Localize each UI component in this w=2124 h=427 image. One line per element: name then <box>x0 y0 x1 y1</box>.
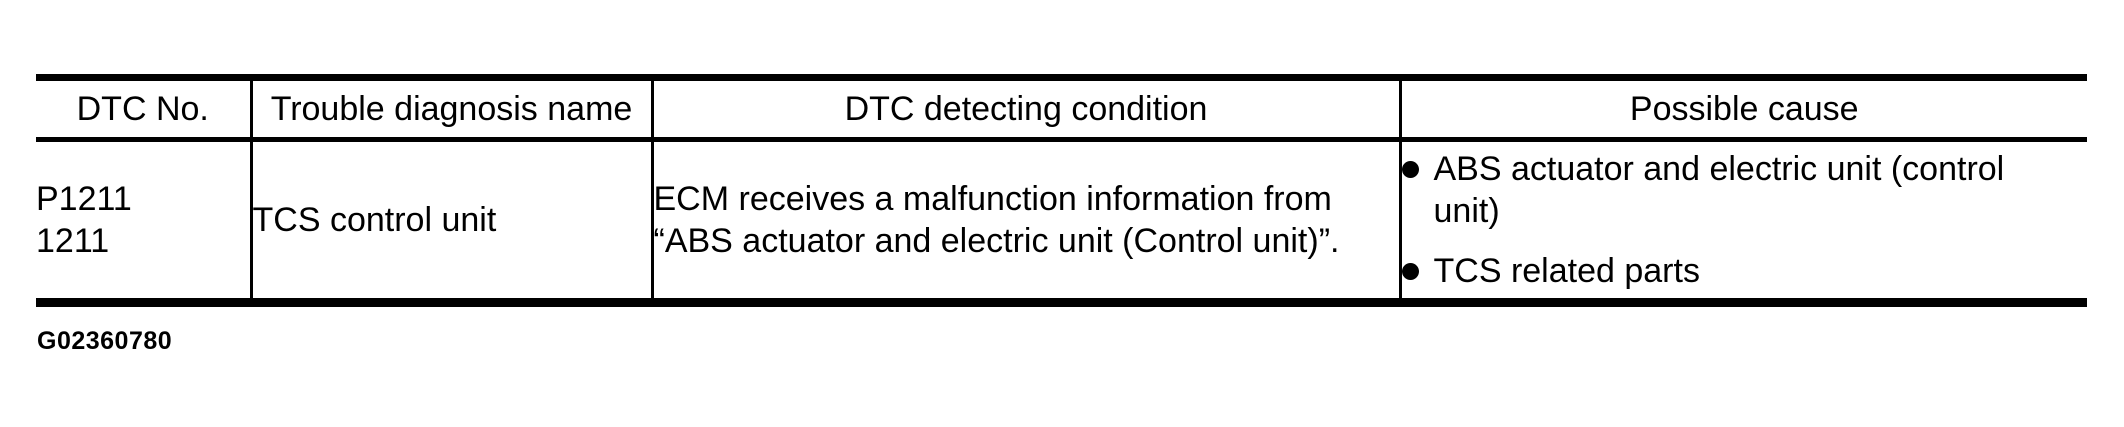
dtc-table-body: P1211 1211 TCS control unit ECM receives… <box>36 139 2087 303</box>
possible-cause-item-1-text: ABS actuator and electric unit (control … <box>1434 148 2005 232</box>
cell-trouble-diagnosis-name: TCS control unit <box>251 139 654 303</box>
possible-cause-item-2-line-1: TCS related parts <box>1433 252 1700 290</box>
bullet-icon <box>1401 263 1419 280</box>
cell-possible-cause: ABS actuator and electric unit (control … <box>1400 140 2087 303</box>
figure-id: G02360780 <box>37 327 173 355</box>
column-header-dtc-no: DTC No. <box>36 77 253 142</box>
column-header-possible-cause: Possible cause <box>1400 77 2087 142</box>
cell-dtc-detecting-condition: ECM receives a malfunction information f… <box>652 139 1402 303</box>
trouble-diagnosis-name: TCS control unit <box>252 201 497 239</box>
column-header-trouble-diagnosis-name: Trouble diagnosis name <box>251 77 654 142</box>
dtc-table: DTC No. Trouble diagnosis name DTC detec… <box>36 74 2087 307</box>
possible-cause-item-2-text: TCS related parts <box>1434 250 1700 292</box>
cell-dtc-no: P1211 1211 <box>36 139 253 303</box>
possible-cause-item-2: TCS related parts <box>1401 250 2088 292</box>
possible-cause-item-1-line-1: ABS actuator and electric unit (control <box>1433 150 2005 188</box>
bullet-icon <box>1401 161 1419 178</box>
dtc-detecting-condition-line-1: ECM receives a malfunction information f… <box>653 180 1332 218</box>
dtc-no-line-1: P1211 <box>36 180 132 218</box>
dtc-table-header: DTC No. Trouble diagnosis name DTC detec… <box>36 77 2087 142</box>
dtc-detecting-condition-line-2: “ABS actuator and electric unit (Control… <box>653 222 1340 260</box>
possible-cause-item-1-line-2: unit) <box>1433 192 1500 230</box>
table-row: P1211 1211 TCS control unit ECM receives… <box>36 139 2087 303</box>
column-header-dtc-detecting-condition: DTC detecting condition <box>652 77 1402 142</box>
header-row: DTC No. Trouble diagnosis name DTC detec… <box>36 77 2087 142</box>
dtc-no-line-2: 1211 <box>36 222 110 260</box>
possible-cause-item-1: ABS actuator and electric unit (control … <box>1401 148 2088 232</box>
